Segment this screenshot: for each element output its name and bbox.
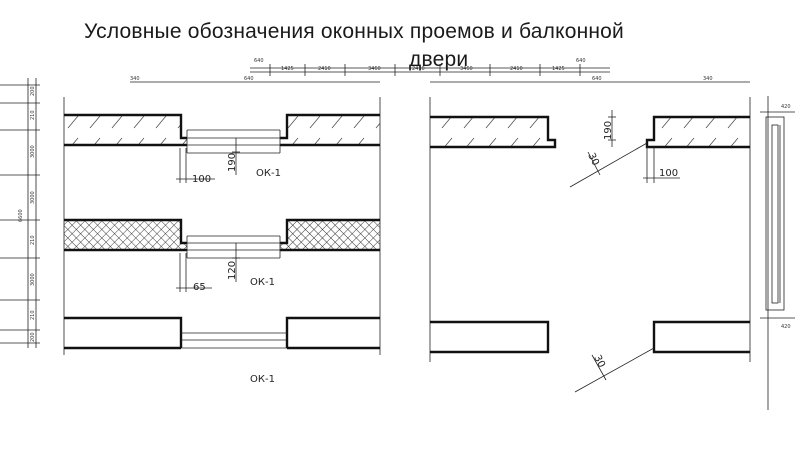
right-wall-upper: 190 30 100	[430, 110, 750, 188]
top-dim-label: 2410	[318, 66, 331, 72]
v-dim-label: 210	[30, 310, 36, 320]
v-dim-label: 210	[30, 110, 36, 120]
right-dim-30-top-label: 30	[585, 151, 601, 167]
wall-section-2: 65 120 ОК-1	[64, 218, 380, 293]
v-dim-label: 3000	[30, 191, 36, 204]
dim-65-label: 65	[193, 282, 206, 293]
far-right-top-label: 420	[781, 104, 791, 110]
window-label-ok1-3: ОК-1	[250, 374, 275, 385]
top-dim-label: 3460	[460, 66, 473, 72]
wall-section-1: 100 190 ОК-1	[64, 113, 380, 185]
top-dim-label: 2410	[412, 66, 425, 72]
window-label-ok1-1: ОК-1	[256, 168, 281, 179]
right-wall-lower: 30	[430, 320, 750, 393]
top-dim-label: 3460	[368, 66, 381, 72]
top-dim-right-small: 340	[703, 76, 713, 82]
left-detail: 100 190 ОК-1	[63, 97, 381, 385]
v-dim-label: 3000	[30, 273, 36, 286]
title-line-1: Условные обозначения оконных проемов и б…	[84, 20, 624, 43]
far-right-bottom-label: 420	[781, 324, 791, 330]
v-dim-label: 200	[30, 332, 36, 342]
v-dim-label: 210	[30, 235, 36, 245]
top-dim-label: 1425	[552, 66, 565, 72]
dim-100-label: 100	[192, 174, 211, 185]
title-line-2: двери	[409, 48, 469, 71]
right-dim-100-label: 100	[659, 168, 678, 179]
wall-section-3: ОК-1	[64, 316, 380, 385]
slide-title: Условные обозначения оконных проемов и б…	[84, 18, 764, 74]
top-dim-label: 640	[254, 58, 264, 64]
top-dim-label: 1425	[281, 66, 294, 72]
right-detail: 190 30 100 30	[429, 97, 751, 393]
top-dimension-chain: 640 1425 2410 3460 2410 3460 2410 1425 6…	[130, 58, 750, 83]
top-dim-right-outer: 640	[592, 76, 602, 82]
right-dim-190-label: 190	[603, 121, 614, 140]
v-dim-total: 6600	[18, 209, 24, 222]
top-dim-label: 2410	[510, 66, 523, 72]
window-label-ok1-2: ОК-1	[250, 277, 275, 288]
v-dim-label: 200	[30, 86, 36, 96]
far-right-section: 420 420	[760, 96, 795, 410]
left-vertical-dimension-chain: 200 210 3000 3000 210 3000 210 200 6600	[0, 78, 40, 348]
v-dim-label: 3000	[30, 145, 36, 158]
right-dim-30-bottom-label: 30	[591, 353, 607, 369]
dim-190-label: 190	[227, 153, 238, 172]
top-dim-left-outer: 640	[244, 76, 254, 82]
top-dim-label: 640	[576, 58, 586, 64]
top-dim-left-small: 340	[130, 76, 140, 82]
dim-120-label: 120	[227, 261, 238, 280]
